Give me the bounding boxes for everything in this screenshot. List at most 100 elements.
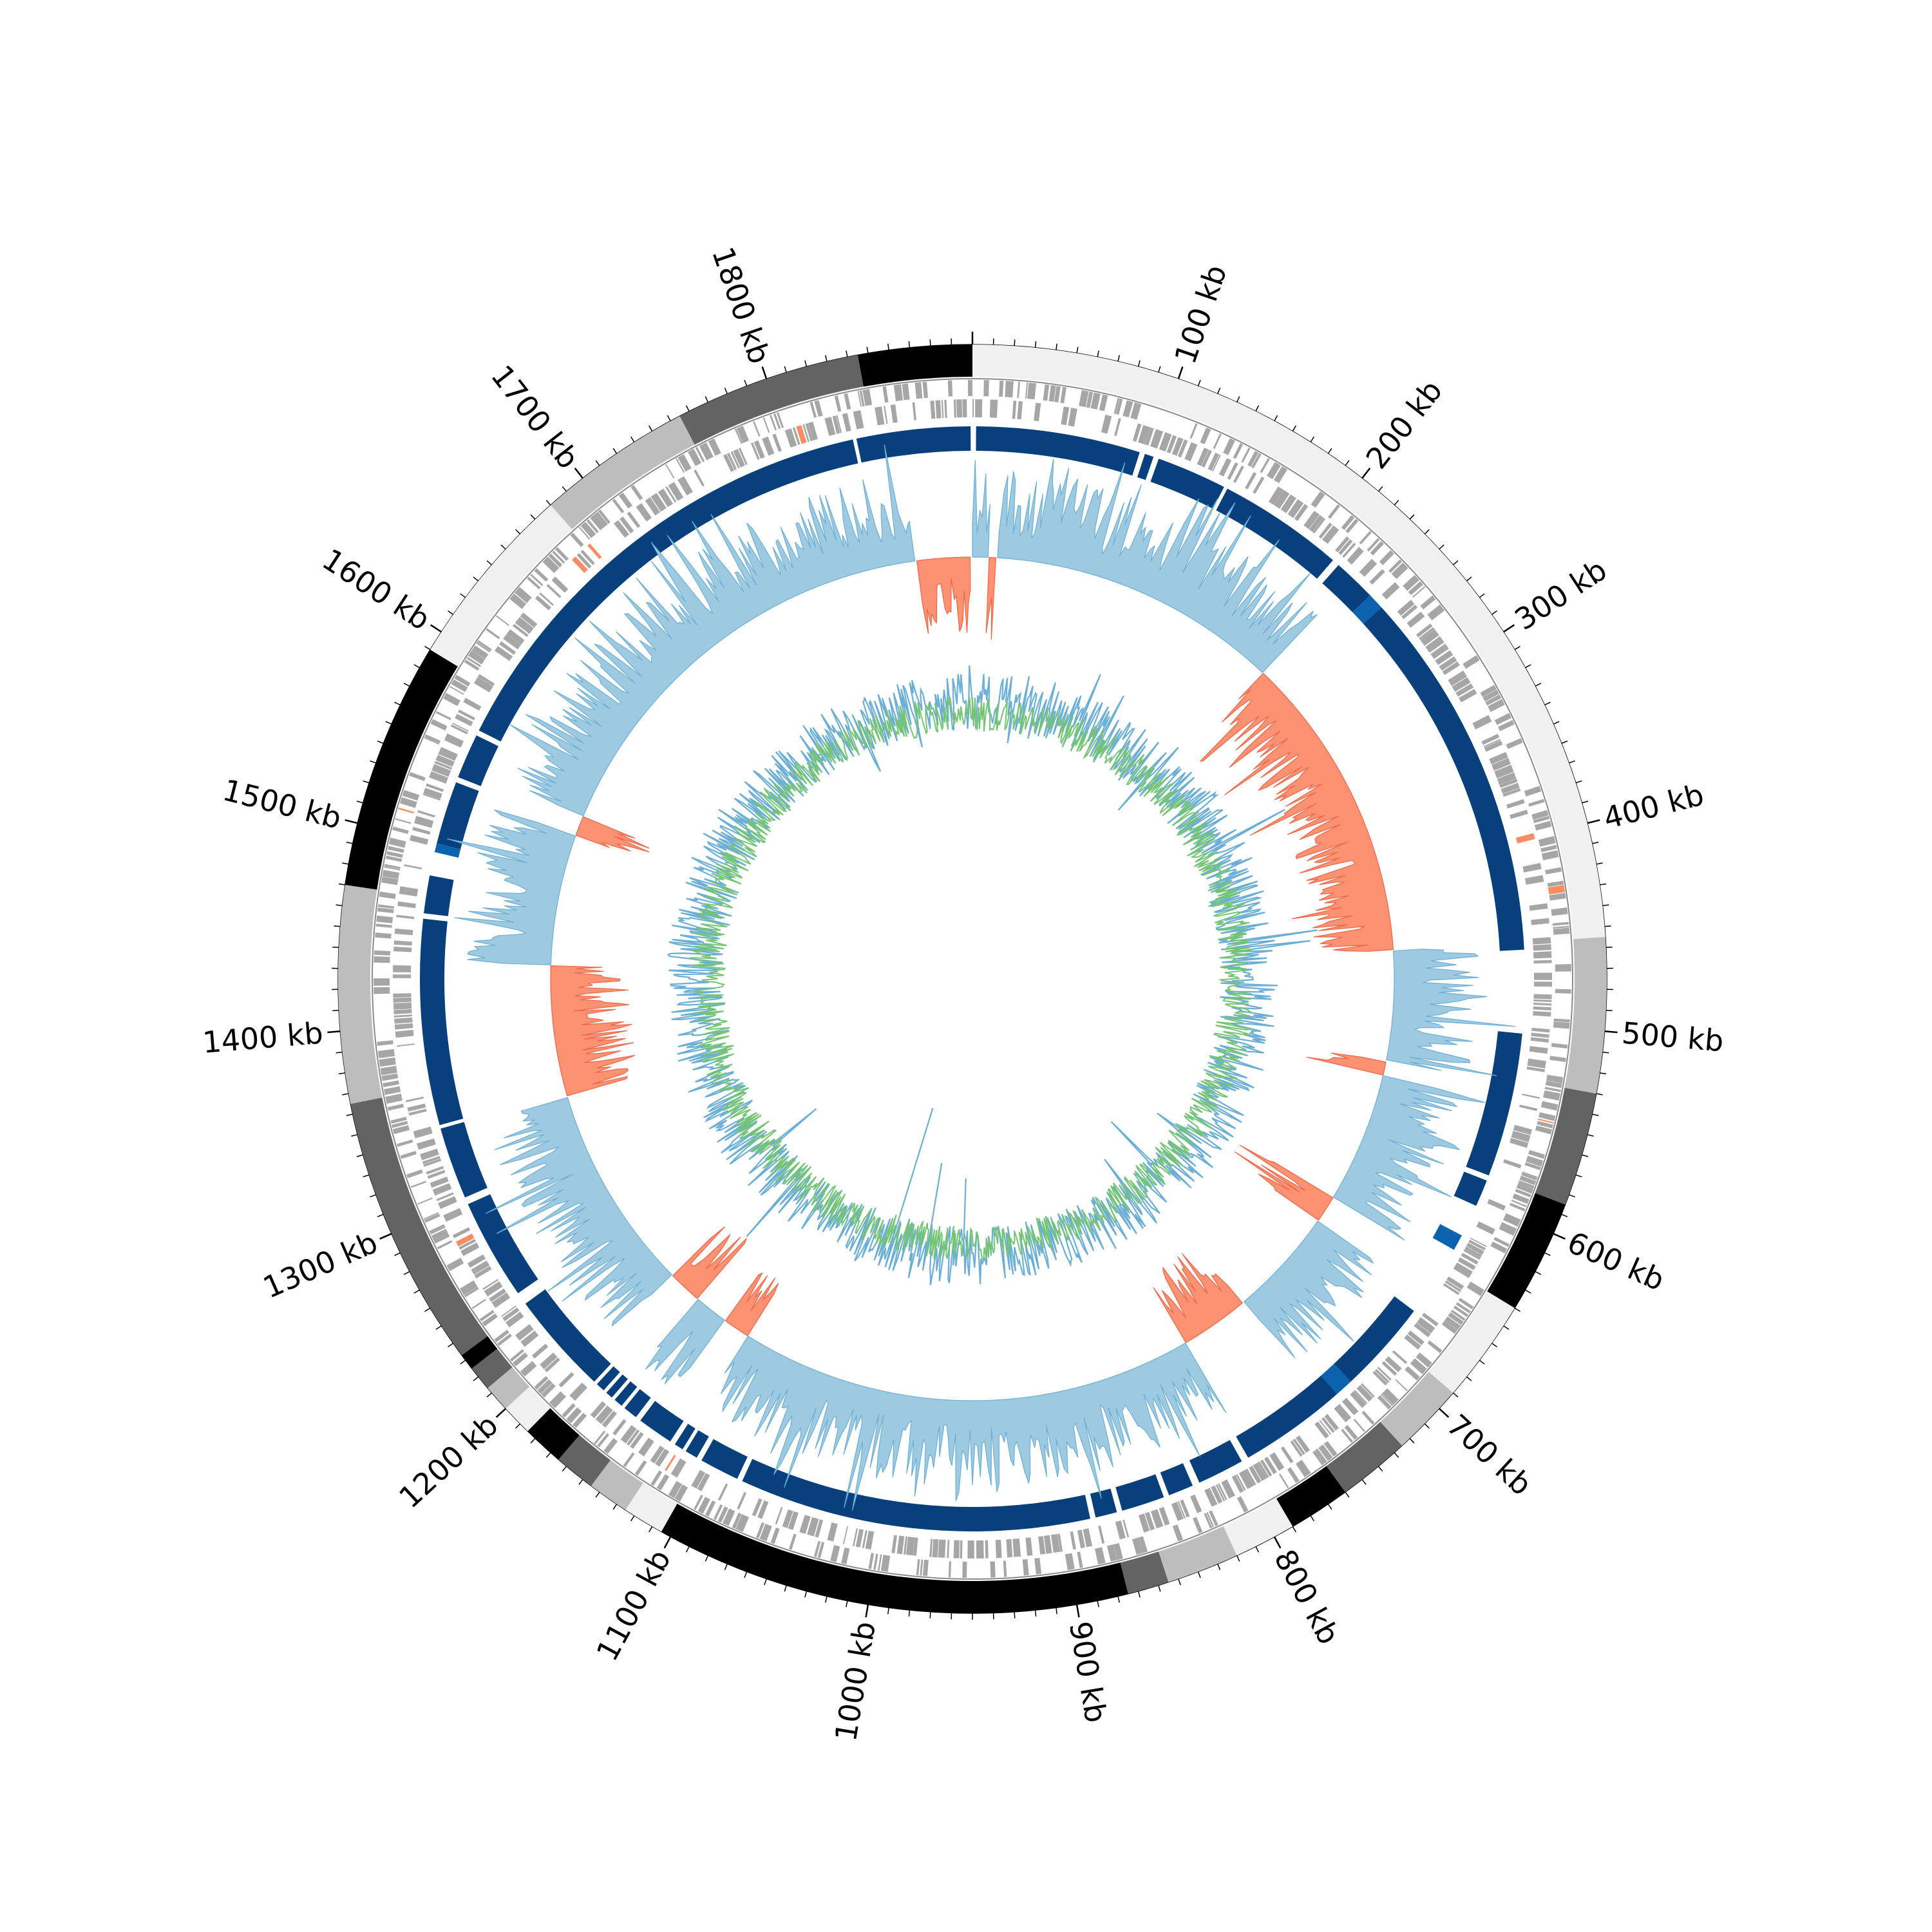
- tick-label-1400: 1400 kb: [201, 1016, 324, 1060]
- gene-feature-634: [836, 415, 842, 433]
- contig-segment-2: [1535, 1088, 1596, 1205]
- gene-feature-438: [437, 1240, 453, 1249]
- gene-feature-378: [674, 1484, 688, 1502]
- gene-feature-364: [757, 1500, 769, 1519]
- minor-tick: [887, 1607, 889, 1615]
- gene-feature-344: [865, 1530, 875, 1550]
- gene-feature-135: [1541, 850, 1559, 860]
- gc-skew-segment-6: [1333, 1075, 1486, 1241]
- gene-feature-606: [699, 442, 714, 460]
- gene-feature-391: [620, 1425, 637, 1444]
- gene-feature-72: [1335, 536, 1350, 553]
- gene-feature-310: [1050, 1533, 1061, 1553]
- gene-feature-6: [1012, 401, 1017, 419]
- gene-feature-224: [1416, 1317, 1435, 1334]
- gene-feature-377: [691, 1470, 706, 1489]
- gene-feature-389: [630, 1432, 644, 1449]
- gene-feature-52: [1251, 453, 1262, 469]
- gene-feature-11: [1034, 402, 1041, 422]
- gene-feature-329: [938, 1539, 946, 1558]
- gene-feature-521: [399, 797, 417, 808]
- gene-feature-357: [788, 1533, 797, 1550]
- gene-feature-249: [1334, 1403, 1352, 1423]
- alignment-block-19: [685, 1430, 709, 1458]
- tick-label-1300: 1300 kb: [258, 1225, 383, 1305]
- minor-tick: [1158, 1585, 1161, 1592]
- minor-tick: [1345, 460, 1350, 466]
- gene-feature-568: [530, 574, 544, 586]
- gene-feature-571: [551, 576, 569, 593]
- gene-feature-502: [397, 901, 416, 909]
- gene-feature-332: [922, 1559, 929, 1577]
- gene-feature-407: [537, 1379, 550, 1392]
- gene-feature-57: [1273, 466, 1288, 484]
- gene-feature-162: [1553, 1021, 1570, 1029]
- gene-feature-617: [753, 421, 761, 437]
- minor-tick: [370, 1194, 377, 1198]
- minor-tick: [342, 1093, 349, 1095]
- minor-tick: [1327, 448, 1332, 454]
- gene-feature-122: [1499, 779, 1518, 788]
- gene-feature-452: [410, 1180, 426, 1188]
- gene-feature-144: [1531, 918, 1549, 925]
- gene-feature-579: [570, 533, 584, 547]
- gene-feature-95: [1420, 629, 1439, 646]
- gene-feature-69: [1322, 525, 1340, 544]
- gene-feature-395: [594, 1430, 606, 1444]
- gene-feature-501: [377, 904, 395, 909]
- gene-feature-441: [431, 1229, 449, 1242]
- minor-tick: [1503, 1325, 1510, 1330]
- gene-feature-508: [384, 864, 401, 869]
- gene-feature-422: [482, 1313, 498, 1327]
- gc-skew-segment-4: [1386, 949, 1516, 1076]
- gene-feature-111: [1472, 715, 1492, 730]
- gene-feature-132: [1515, 833, 1535, 844]
- gene-feature-112: [1494, 713, 1512, 725]
- gene-feature-553: [477, 640, 492, 651]
- minor-tick: [336, 1052, 343, 1054]
- minor-tick: [1117, 355, 1121, 362]
- gene-feature-411: [520, 1361, 537, 1377]
- gene-feature-70: [1341, 515, 1355, 531]
- minor-tick: [1378, 1466, 1383, 1472]
- gene-feature-275: [1236, 1473, 1246, 1491]
- gene-feature-601: [675, 458, 685, 473]
- gene-feature-78: [1370, 541, 1385, 556]
- gene-feature-506: [382, 869, 400, 879]
- minor-tick: [1544, 1252, 1551, 1256]
- minor-tick: [346, 1113, 353, 1116]
- contig-segment-26: [857, 345, 972, 387]
- minor-tick: [887, 343, 889, 350]
- gene-feature-598: [668, 482, 684, 501]
- minor-tick: [846, 1600, 848, 1607]
- major-tick: [1553, 1233, 1566, 1240]
- gene-feature-385: [650, 1445, 665, 1464]
- gene-feature-140: [1548, 885, 1566, 895]
- gene-feature-583: [586, 519, 599, 533]
- gene-feature-584: [590, 513, 605, 531]
- gene-feature-230: [1410, 1358, 1427, 1374]
- contig-segment-20: [350, 1097, 488, 1356]
- gene-feature-177: [1519, 1104, 1538, 1112]
- minor-tick: [1255, 1546, 1260, 1553]
- minor-tick: [1439, 544, 1444, 550]
- gene-feature-271: [1253, 1463, 1267, 1481]
- gene-feature-286: [1190, 1494, 1202, 1513]
- gene-feature-356: [799, 1515, 811, 1534]
- gene-feature-294: [1144, 1511, 1155, 1531]
- gene-feature-362: [759, 1523, 772, 1542]
- gene-feature-90: [1420, 595, 1436, 610]
- minor-tick: [1596, 1093, 1603, 1095]
- minor-tick: [500, 544, 506, 550]
- gene-feature-490: [393, 965, 412, 972]
- gene-feature-372: [717, 1483, 728, 1501]
- gene-feature-515: [392, 826, 409, 834]
- gene-feature-519: [398, 807, 414, 814]
- alignment-block-12: [1236, 1375, 1338, 1458]
- tick-label-1700: 1700 kb: [484, 359, 586, 475]
- gene-feature-12: [1043, 384, 1050, 401]
- gene-feature-54: [1260, 458, 1270, 473]
- gene-feature-342: [873, 1553, 878, 1570]
- gene-feature-289: [1177, 1501, 1186, 1519]
- gene-feature-420: [502, 1307, 520, 1321]
